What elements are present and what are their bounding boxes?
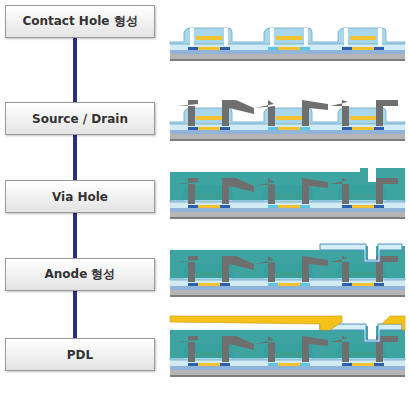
anode <box>320 244 402 262</box>
process-step-box: Contact Hole 형성 <box>5 5 155 38</box>
process-step-box: PDL <box>5 338 155 371</box>
flow-line <box>73 135 77 180</box>
contact-hole-section <box>170 28 405 61</box>
step-label: Source / Drain <box>26 112 134 126</box>
process-step-box: Anode 형성 <box>5 258 155 291</box>
process-step-box: Via Hole <box>5 180 155 213</box>
anode-section <box>170 244 405 297</box>
process-step-box: Source / Drain <box>5 102 155 135</box>
flow-line <box>73 291 77 338</box>
flow-line <box>73 213 77 258</box>
step-label: Via Hole <box>46 190 114 204</box>
pdl-section <box>170 316 405 377</box>
via-hole-section <box>170 168 405 219</box>
pdl-layer <box>170 316 405 330</box>
step-label: PDL <box>61 348 99 362</box>
step-label: Anode 형성 <box>39 266 122 283</box>
source-drain-section <box>170 100 405 141</box>
step-label: Contact Hole 형성 <box>16 13 143 30</box>
flow-line <box>73 38 77 102</box>
